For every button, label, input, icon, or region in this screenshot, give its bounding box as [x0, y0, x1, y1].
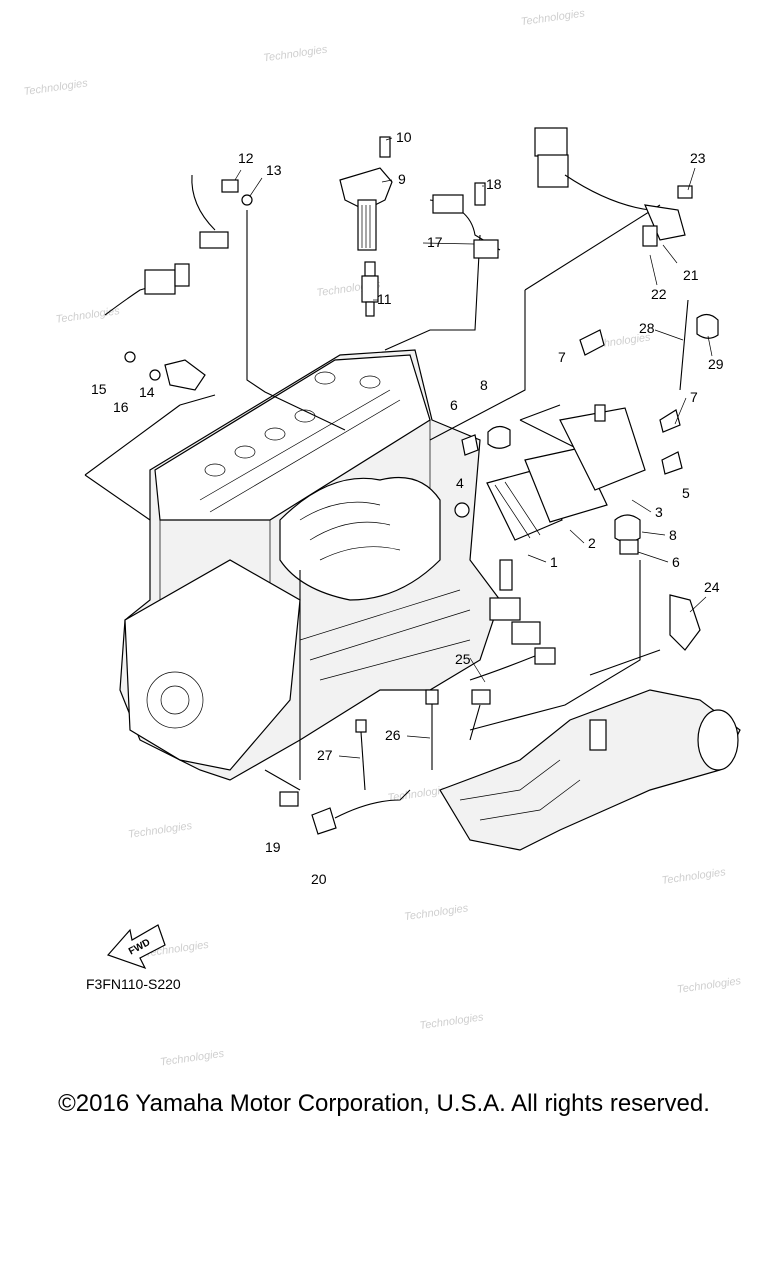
callout-label: 6 — [450, 397, 458, 413]
parts — [104, 127, 741, 970]
watermark-text: Technologies — [661, 866, 727, 887]
callout-label: 19 — [265, 839, 281, 855]
watermark-text: Technologies — [404, 902, 470, 923]
watermark-text: Technologies — [676, 975, 742, 996]
figure-code: F3FN110-S220 — [86, 976, 181, 992]
callout-label: 10 — [396, 129, 412, 145]
callout-label: 15 — [91, 381, 107, 397]
callout-label: 17 — [427, 234, 443, 250]
fwd-arrow — [106, 924, 166, 970]
callout-label: 24 — [704, 579, 720, 595]
callout-label: 9 — [398, 171, 406, 187]
callout-label: 2 — [588, 535, 596, 551]
callout-label: 16 — [113, 399, 129, 415]
callout-label: 22 — [651, 286, 667, 302]
watermark-text: Technologies — [159, 1048, 225, 1069]
engine-block — [119, 349, 501, 781]
callout-leaders — [234, 137, 713, 759]
watermark-text: Technologies — [263, 44, 329, 65]
callout-label: 27 — [317, 747, 333, 763]
callout-label: 14 — [139, 384, 155, 400]
watermark-text: Technologies — [55, 305, 121, 326]
callout-label: 18 — [486, 176, 502, 192]
callout-label: 11 — [377, 291, 392, 307]
callout-label: 7 — [558, 349, 566, 365]
callout-label: 26 — [385, 727, 401, 743]
callout-label: 3 — [655, 504, 663, 520]
callout-label: 6 — [672, 554, 680, 570]
callout-label: 13 — [266, 162, 282, 178]
callout-label: 12 — [238, 150, 254, 166]
callout-label: 21 — [683, 267, 699, 283]
callout-label: 23 — [690, 150, 706, 166]
callout-label: 29 — [708, 356, 724, 372]
leader-lines — [84, 204, 661, 791]
watermark-text: Technologies — [127, 820, 193, 841]
callout-label: 5 — [682, 485, 690, 501]
callout-label: 8 — [669, 527, 677, 543]
callout-label: 1 — [550, 554, 558, 570]
callout-label: 8 — [480, 377, 488, 393]
watermark-text: Technologies — [520, 7, 586, 28]
callout-label: 28 — [639, 320, 655, 336]
callout-labels: 1 2 3 4 5 6 7 8 9 10 11 12 13 14 15 16 1… — [91, 129, 724, 957]
callout-label: 20 — [311, 871, 327, 887]
watermark-text: Technologies — [419, 1011, 485, 1032]
callout-label: 25 — [455, 651, 471, 667]
copyright-notice: ©2016 Yamaha Motor Corporation, U.S.A. A… — [58, 1090, 710, 1117]
watermark-text: Technologies — [23, 77, 89, 98]
callout-label: 4 — [456, 475, 464, 491]
callout-label: 7 — [690, 389, 698, 405]
